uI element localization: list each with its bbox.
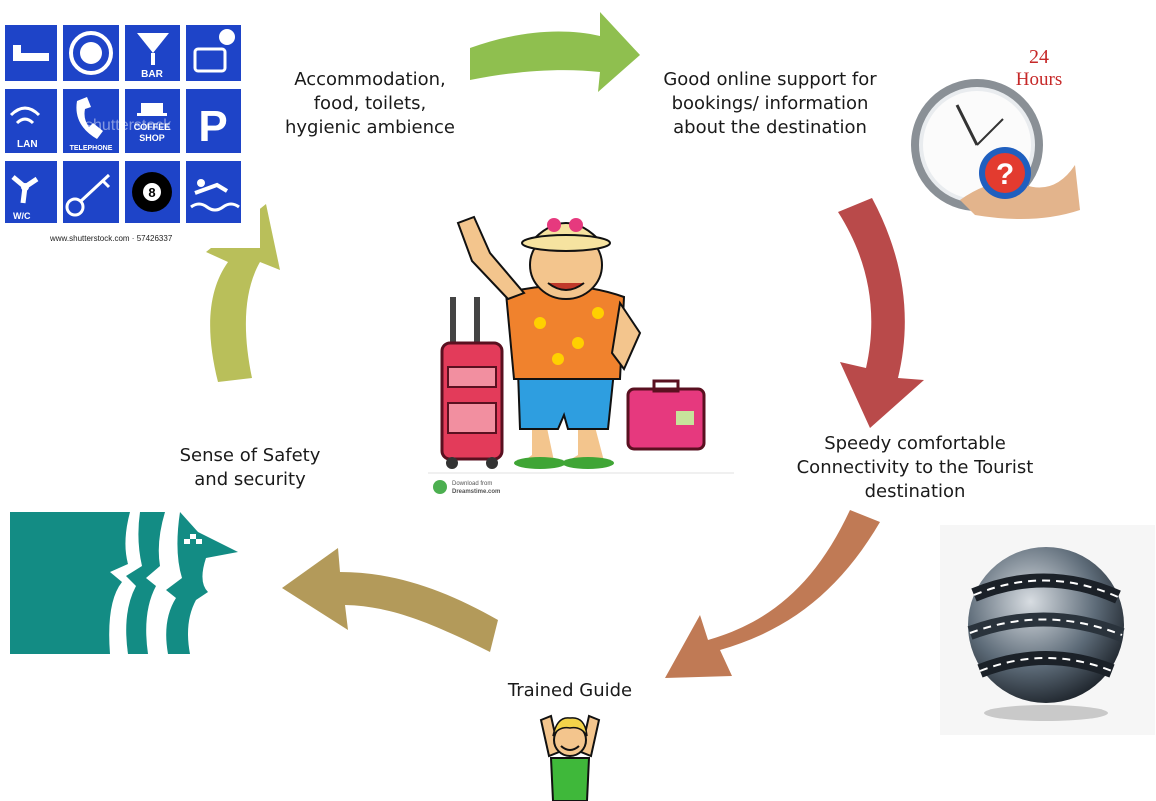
security-silhouettes-image (10, 512, 247, 654)
tourist-cartoon-image: Download from Dreamstime.com (428, 193, 734, 500)
coffee-cup-icon (137, 103, 167, 116)
cocktail-icon (137, 33, 169, 65)
safety-label: Sense of Safety and security (179, 445, 321, 490)
clock-24-hours-image: 24 Hours ? (905, 45, 1080, 220)
cheering-boy-image (537, 712, 603, 801)
plate-icon (69, 31, 113, 75)
question-mark-icon: ? (979, 147, 1031, 199)
hours-unit: Hours (1016, 69, 1062, 90)
watermark-text: shutterstock (85, 117, 172, 134)
key-icon (65, 173, 111, 217)
globe-image (940, 525, 1155, 735)
lan-sign-text: LAN (17, 139, 38, 150)
pink-suitcase-icon (626, 379, 706, 451)
wc-sign-text: W/C (13, 211, 31, 221)
online-support-label: Good online support for bookings/ inform… (663, 69, 877, 138)
svg-text:?: ? (996, 158, 1014, 191)
dreamstime-site-text: Dreamstime.com (452, 489, 500, 495)
globe-icon (967, 547, 1125, 703)
arrow-connectivity-to-guide (665, 510, 880, 678)
dreamstime-logo-icon (433, 480, 447, 494)
arrow-online-to-connectivity (838, 198, 924, 428)
trained-guide-label: Trained Guide (507, 680, 633, 701)
download-from-text: Download from (452, 481, 492, 487)
swimmer-icon (190, 179, 240, 212)
face-silhouette-icon (10, 512, 130, 654)
fan-icon (11, 175, 39, 204)
arrow-safety-to-accommodation (206, 204, 280, 382)
satellite-tv-icon (193, 29, 235, 73)
ball-number: 8 (148, 185, 155, 200)
connectivity-label: Speedy comfortable Connectivity to the T… (796, 433, 1034, 502)
arrow-guide-to-safety (282, 548, 498, 652)
accommodation-label: Accommodation, food, toilets, hygienic a… (284, 69, 456, 138)
cheering-boy-icon (539, 714, 601, 801)
image-credit: www.shutterstock.com · 57426337 (50, 234, 173, 243)
telephone-sign-text: TELEPHONE (70, 145, 113, 152)
arrow-accommodation-to-online (470, 12, 640, 92)
hours-number: 24 (1029, 46, 1049, 68)
telephone-icon (76, 97, 103, 139)
face-silhouette-icon (126, 512, 165, 654)
bed-icon (13, 45, 49, 61)
police-silhouette-icon (166, 512, 238, 654)
parking-sign-text: P (198, 102, 227, 151)
red-suitcase-icon (440, 297, 504, 469)
bar-sign-text: BAR (141, 69, 163, 80)
wifi-icon (9, 106, 41, 125)
tourist-man-icon (456, 215, 642, 469)
